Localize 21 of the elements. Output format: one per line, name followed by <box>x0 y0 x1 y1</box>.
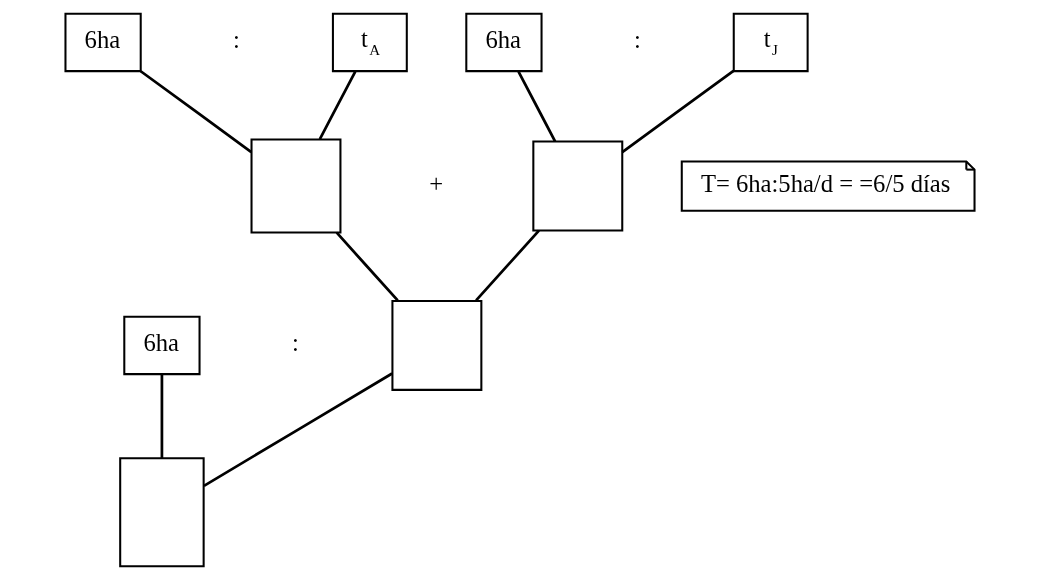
node-box <box>390 299 482 391</box>
connector <box>474 229 540 302</box>
label: + <box>428 170 443 198</box>
node-box: t$_{A}$ <box>331 12 408 73</box>
connector <box>516 70 556 142</box>
connector <box>202 372 393 487</box>
node-box <box>531 140 623 232</box>
connector <box>318 70 356 140</box>
node-box <box>250 138 341 234</box>
label: : <box>633 26 641 54</box>
node-box: t$_{J}$ <box>732 12 809 73</box>
connector <box>621 69 734 154</box>
label: : <box>291 329 299 357</box>
node-box: 6ha <box>63 12 142 73</box>
node-box <box>118 457 205 568</box>
connector <box>160 374 163 459</box>
connector <box>139 70 252 154</box>
connector <box>335 231 399 302</box>
label: : <box>232 26 240 54</box>
node-box: 6ha <box>122 315 201 376</box>
node-box: 6ha <box>464 12 543 73</box>
